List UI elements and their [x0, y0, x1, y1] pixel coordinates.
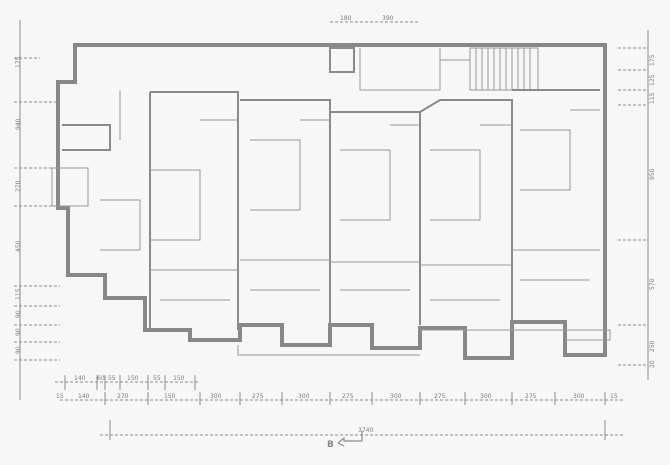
dim-label: 275: [252, 393, 264, 400]
bottom-lower-dimension-labels: 15 140 270 150 300 275 300 275 300 275 3…: [56, 393, 618, 400]
dim-label: 90: [15, 310, 22, 318]
dim-label: 90: [15, 328, 22, 336]
dim-label: 270: [117, 393, 129, 400]
dim-label: 150: [127, 375, 139, 382]
dim-label: 250: [649, 340, 656, 352]
dim-label: 275: [525, 393, 537, 400]
dim-label: 175: [15, 56, 22, 68]
dim-label: 140: [74, 375, 86, 382]
unit-walls: [62, 45, 600, 330]
dim-label: 115: [15, 288, 22, 300]
dim-label: 115: [649, 92, 656, 104]
light-well: [329, 47, 355, 73]
dimension-lines: [14, 20, 649, 440]
entry-box: [51, 167, 89, 207]
dim-label: 55: [108, 375, 116, 382]
dim-label: 570: [649, 278, 656, 290]
dim-label: 940: [15, 118, 22, 130]
dim-label: 15: [610, 393, 618, 400]
dim-label: 390: [382, 15, 394, 22]
dim-label: 300: [573, 393, 585, 400]
dim-label: 950: [649, 168, 656, 180]
dim-label: 55: [153, 375, 161, 382]
dim-label: 300: [298, 393, 310, 400]
section-marker-label: B: [327, 440, 334, 450]
balcony-rail: [237, 329, 611, 356]
stair: [469, 47, 539, 91]
dim-label: 60: [97, 375, 105, 382]
dim-label: 270: [15, 180, 22, 192]
dim-label: 450: [15, 240, 22, 252]
dim-label: 300: [480, 393, 492, 400]
left-dimension-labels: 175 940 270 450 115 90 90 90: [15, 56, 22, 354]
section-marker[interactable]: B: [327, 431, 363, 450]
top-dimension-labels: 180 390: [340, 15, 394, 22]
overall-dimension-label: 3740: [358, 427, 373, 434]
dim-label: 15: [56, 393, 64, 400]
dim-label: 275: [342, 393, 354, 400]
right-dimension-labels: 175 125 115 950 570 250 20: [649, 54, 656, 368]
dim-label: 140: [78, 393, 90, 400]
dim-label: 275: [434, 393, 446, 400]
dim-label: 20: [649, 360, 656, 368]
dim-label: 125: [649, 74, 656, 86]
dim-label: 300: [390, 393, 402, 400]
dim-label: 175: [649, 54, 656, 66]
dim-label: 300: [210, 393, 222, 400]
dim-label: 90: [15, 346, 22, 354]
dim-label: 150: [164, 393, 176, 400]
section-arrow-icon: [337, 431, 363, 447]
bottom-upper-dimension-labels: 140 60 55 150 55 150: [74, 375, 185, 382]
dim-label: 150: [173, 375, 185, 382]
dim-label: 180: [340, 15, 352, 22]
